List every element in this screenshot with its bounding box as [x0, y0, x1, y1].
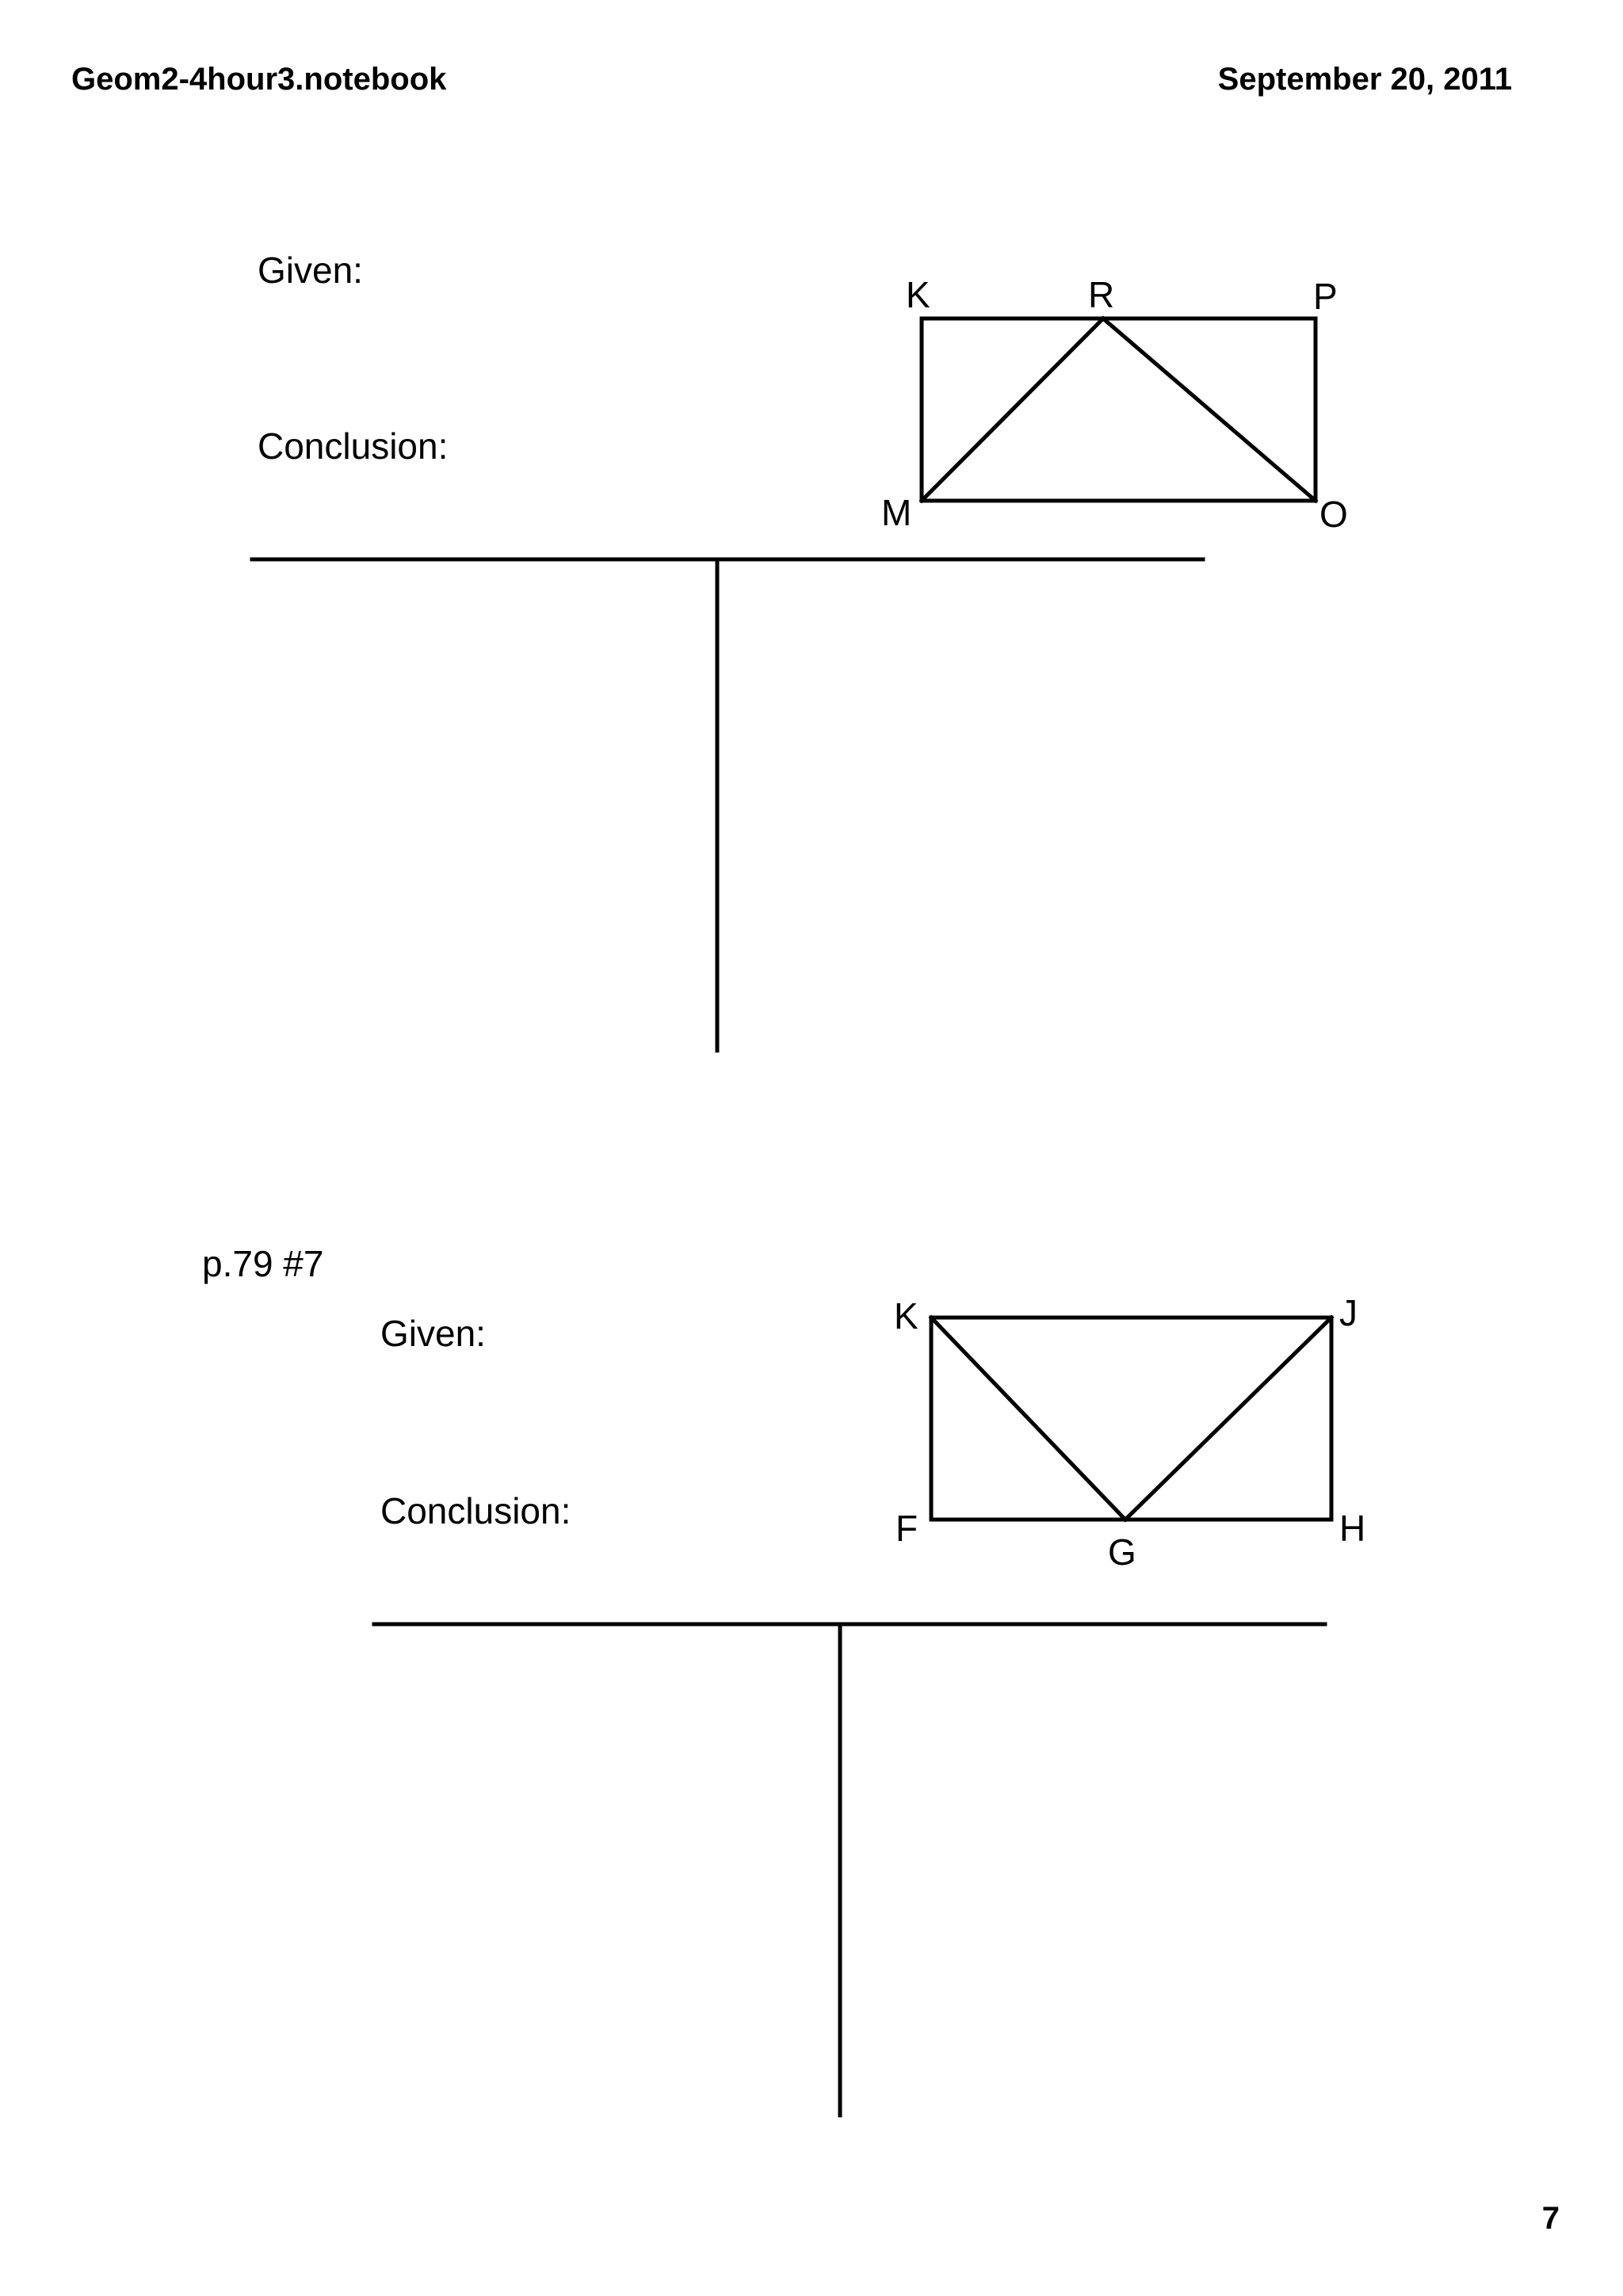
problem2-conclusion-label: Conclusion: [380, 1490, 571, 1531]
problem1-proof-table [250, 557, 1205, 1053]
document-date: September 20, 2011 [1217, 62, 1512, 97]
problem2-figure [928, 1314, 1335, 1523]
segment-ro [1100, 315, 1319, 504]
vertex-label-m: M [881, 492, 911, 533]
vertex-label-o: O [1319, 494, 1348, 535]
rectangle-kjhf [929, 1315, 1334, 1522]
vertex-label-p: P [1313, 276, 1338, 317]
rectangle-kpom [919, 316, 1318, 503]
document-filename: Geom2-4hour3.notebook [71, 62, 447, 97]
problem1-figure [918, 315, 1319, 504]
problem2-proof-table [372, 1622, 1327, 2118]
segment-gj [1122, 1314, 1335, 1523]
segment-kg [928, 1314, 1128, 1523]
vertex-label-h: H [1339, 1508, 1365, 1549]
problem1-conclusion-label: Conclusion: [258, 425, 449, 467]
problem2-reference: p.79 #7 [202, 1243, 324, 1284]
vertex-label-k: K [894, 1295, 918, 1337]
problem2-given-label: Given: [380, 1313, 486, 1354]
vertex-label-j: J [1339, 1292, 1358, 1333]
vertex-label-k: K [906, 274, 930, 315]
segment-mr [918, 315, 1106, 504]
page-number: 7 [1541, 2201, 1560, 2236]
vertex-label-r: R [1088, 274, 1114, 315]
problem1-given-label: Given: [258, 250, 363, 291]
vertex-label-g: G [1108, 1531, 1136, 1573]
vertex-label-f: F [896, 1508, 918, 1549]
